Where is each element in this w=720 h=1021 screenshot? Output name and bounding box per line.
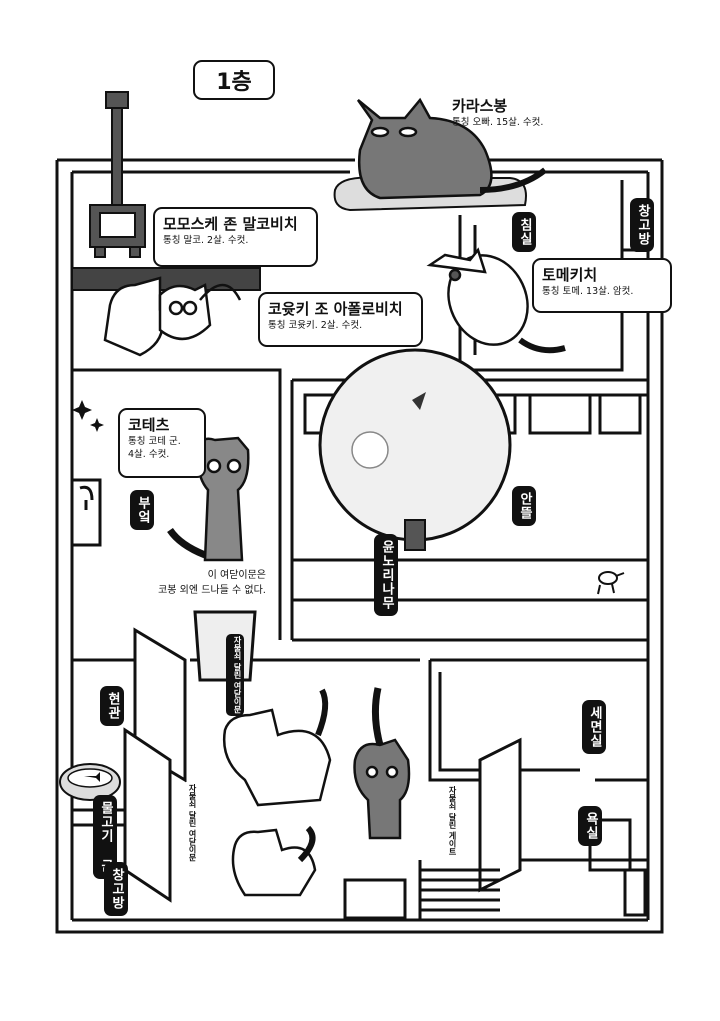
room-label-bathroom: 욕실 [578,806,602,846]
cat-kotetsu [167,436,250,562]
cat-label-karasubong: 카라스봉 통칭 오빠. 15살. 수컷. [452,95,543,129]
room-label-bedroom: 침실 [512,212,536,252]
room-label-storeroom-bottom: 창고방 [104,862,128,916]
goldfish-bowl [59,763,121,801]
cat-tabby-bottom [231,825,317,897]
cat-momosuke-koyuki [103,276,242,357]
kitchen-wall [72,368,282,640]
door-label-left: 자물쇠 달린 여닫이문 [186,782,199,864]
door-label-top: 자물쇠 달린 여닫이문 [226,634,244,716]
outer-wall [55,160,664,934]
door-note-line1: 이 여닫이문은 [207,570,266,581]
swing-door-top [193,610,257,682]
cat-desc: 통칭 오빠. 15살. 수컷. [452,117,544,128]
cat-desc-line2: 4살. 수컷. [128,449,170,460]
cat-name: 코윳키 조 아폴로비치 [268,300,403,318]
room-label-washroom: 세면실 [582,700,606,754]
cat-name: 토메키치 [542,266,598,284]
cat-desc-line1: 통칭 코테 군. [128,436,181,447]
gate [478,737,522,893]
cat-gray-bottom [353,687,411,840]
cat-label-koyuki: 코윳키 조 아폴로비치 통칭 코윳키. 2살. 수컷. [258,292,423,347]
cat-tomekichi [426,247,566,354]
room-label-storeroom-top: 창고방 [630,198,654,252]
bird-icon [597,571,625,595]
tree-illustration [318,348,512,551]
cat-name: 모모스케 존 말코비치 [163,215,298,233]
door-note: 이 여닫이문은 코봉 외엔 드나들 수 없다. [142,568,266,598]
gate-label: 자물쇠 달린 게이트 [446,784,459,858]
cat-desc: 통칭 말코. 2살. 수컷. [163,235,249,246]
cat-desc: 통칭 코윳키. 2살. 수컷. [268,320,363,331]
wood-pile [71,267,261,291]
room-label-entrance: 현관 [100,686,124,726]
room-label-courtyard: 안뜰 [512,486,536,526]
wood-stove [89,91,146,258]
floor-title: 1층 [193,60,275,100]
room-label-tree: 윤노리나무 [374,534,398,616]
door-note-line2: 코봉 외엔 드나들 수 없다. [158,585,266,596]
cat-white-bottom [222,688,332,807]
cat-label-momosuke: 모모스케 존 말코비치 통칭 말코. 2살. 수컷. [153,207,318,267]
cat-desc: 통칭 토메. 13살. 암컷. [542,286,634,297]
cat-karasubong [356,97,547,200]
cat-name: 코테츠 [128,416,170,434]
room-label-kitchen: 부엌 [130,490,154,530]
cat-label-kotetsu: 코테츠 통칭 코테 군. 4살. 수컷. [118,408,206,478]
cat-name: 카라스봉 [452,97,508,115]
sparkles [72,400,104,432]
cat-label-tomekichi: 토메키치 통칭 토메. 13살. 암컷. [532,258,672,313]
front-door [133,627,187,783]
